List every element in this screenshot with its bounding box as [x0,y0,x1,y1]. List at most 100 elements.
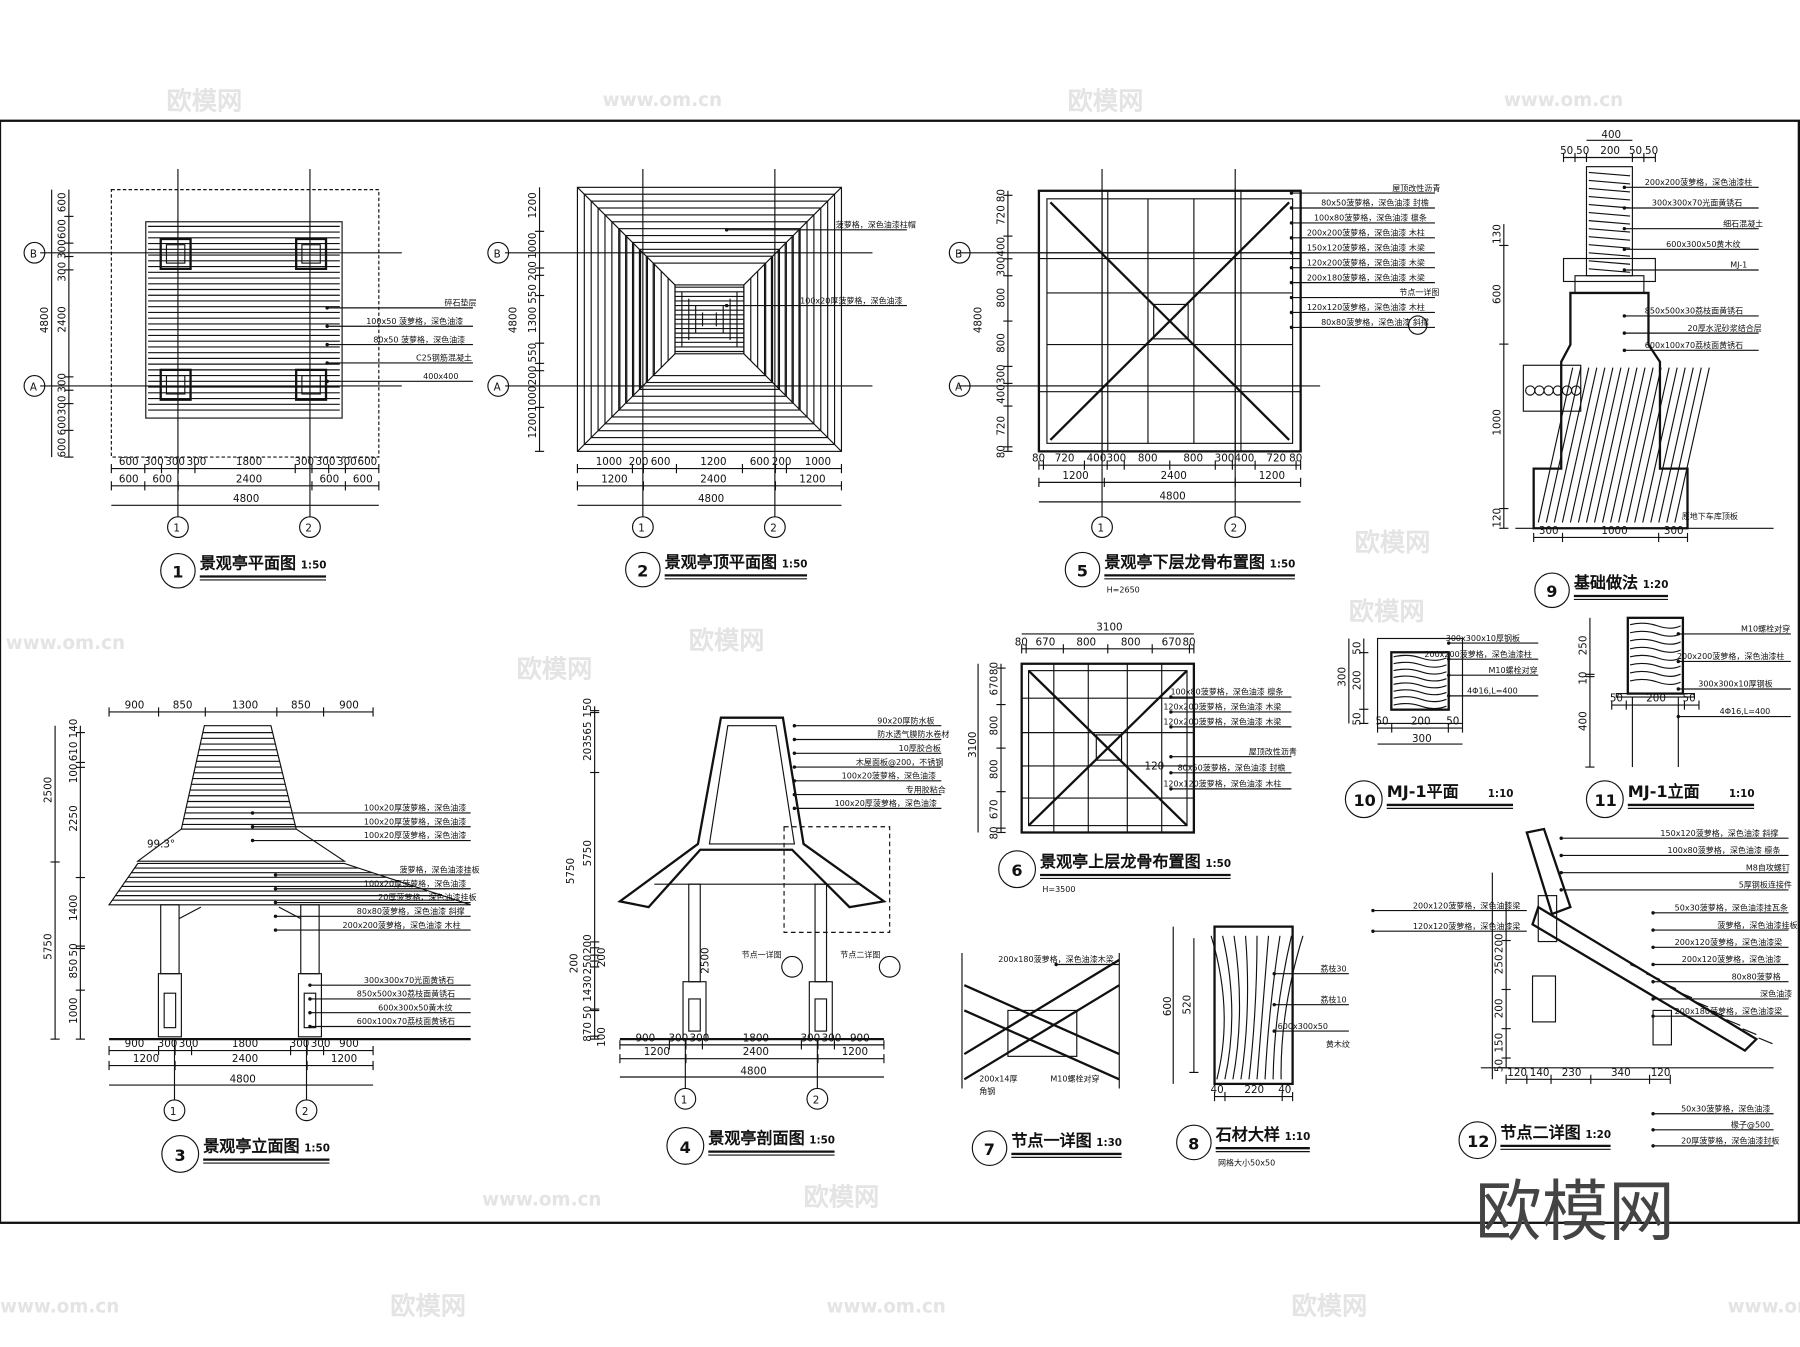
annotation-label: 4Φ16,L=400 [1467,687,1518,696]
axis-2 [299,516,321,539]
line [1588,171,1631,177]
dimension-text: 250 [1577,636,1589,656]
section-inner [708,725,796,845]
column-base [159,368,192,401]
diagonal-beam [1049,201,1290,441]
annotation-label: 荔枝30 [1320,963,1346,973]
leader-dot [1169,787,1173,791]
dimension-text: 50 [1645,145,1658,157]
annotation-label: 专用胶粘合 [906,784,946,794]
gravel [1534,385,1545,396]
leader-dot [1651,945,1655,950]
dimension-text: 800 [1121,636,1141,648]
leader-dot [1676,659,1681,664]
axis-label: 1 [638,523,645,535]
dimension-text: 800 [989,716,1001,736]
concrete-hatch [1577,367,1614,523]
dimension-text: 200 [568,953,580,973]
dimension-total: 4800 [230,1074,256,1086]
leader-dot [1651,1014,1655,1018]
annotation-label: 200x120菠萝格，深色油漆梁 [1413,900,1520,910]
annotation-label: 黄木纹 [1326,1039,1350,1049]
rect [652,262,767,377]
rect [611,221,808,418]
drawing-scale: 1:50 [304,1143,330,1155]
dimension-text: 400 [1235,453,1255,465]
annotation-label: 120x200菠萝格，深色油漆 木梁 [1163,702,1281,712]
dimension-text: 1200 [331,1053,357,1065]
line [1588,179,1631,185]
leader-dot [1559,836,1563,840]
section-roof [617,716,887,909]
dimension-text: 1200 [799,473,825,485]
annotation-label: 200x200菠萝格，深色油漆柱 [1645,177,1752,187]
dimension-text: 550 [527,343,539,363]
dimension-text: 520 [1181,995,1193,1015]
annotation-label: 600x300x50黄木纹 [1666,239,1740,249]
steel-plate [1376,637,1464,725]
annotation-label: 椽子@500 [1731,1120,1770,1130]
dimension-text: 900 [125,1038,145,1050]
dimension-text: 300 [995,364,1007,384]
detail-ref-7 [781,955,803,978]
drawing-scale: 1:50 [1205,858,1231,870]
dimension-text: 850 [68,959,80,979]
wood-grain [1629,654,1681,661]
leader-dot [1651,1112,1655,1116]
column-base [295,368,328,401]
concrete-hatch [1634,367,1670,523]
annotation-label: 20厚水泥砂浆结合层 [1688,323,1762,333]
annotation-label: 200x180菠萝格，深色油漆 木梁 [1307,272,1425,282]
leader-dot [1676,714,1681,719]
leader-dot [308,983,312,987]
axis-2 [1224,516,1247,539]
dimension-text: 1200 [527,192,539,218]
axis-b [23,241,46,264]
drawing-number-circle [666,1126,705,1165]
annotation-label: 100x20厚菠萝格，深色油漆 [364,830,466,840]
drawing-scale: 1:50 [301,559,327,571]
leader-dot [724,303,729,308]
dimension-total: 4800 [1159,491,1185,503]
axis-label: 2 [302,1106,309,1118]
dimension-text: 100 [596,1027,608,1047]
leader-dot [308,997,312,1001]
dimension-text: 120 [1145,760,1165,772]
drawing-scale: 1:10 [1729,788,1755,800]
dimension-text: 80 [995,189,1007,202]
dimension-text: 250 [1494,954,1506,974]
center-block [1153,303,1189,340]
drawing-number-circle [1458,1121,1497,1160]
dimension-text: 600 [56,438,68,458]
dimension-text: 300 [1215,453,1235,465]
drawing-title: 节点二详图 [1500,1123,1580,1142]
line [1588,228,1631,233]
dimension-text: 300 [187,456,207,468]
leader-dot [250,825,255,829]
annotation-label: 屋顶改性沥青 [1249,746,1297,756]
leader-dot [1651,980,1655,984]
dimension-text: 50 [582,1006,594,1019]
leader-dot [1289,236,1294,240]
concrete-hatch [1545,367,1582,523]
leader-dot [1651,911,1655,915]
annotation-label: 150x120菠萝格，深色油漆 木梁 [1307,242,1425,252]
dimension-text: 600 [750,456,770,468]
dimension-text: 230 [1562,1067,1582,1079]
dimension-text: 300 [1336,667,1348,687]
dimension-text: 1200 [842,1046,868,1058]
annotation-label: 80x80菠萝格，深色油漆 斜撑 [357,906,465,916]
watermark-text: 欧模网 [689,626,765,655]
wood-grain [1629,670,1681,677]
dimension-text: 300 [56,239,68,259]
annotation-label: M10螺栓对穿 [1741,624,1790,634]
column-base [159,237,192,270]
platform [145,221,343,419]
leader-dot [1289,191,1294,195]
stone-pattern [1272,935,1293,1080]
dimension-text: 10 [1577,672,1589,685]
dimension-text: 400 [995,384,1007,404]
dimension-text: 200 [1351,670,1363,690]
annotation-label: 90x20厚防水板 [877,715,934,725]
beam-section [1652,1009,1673,1046]
